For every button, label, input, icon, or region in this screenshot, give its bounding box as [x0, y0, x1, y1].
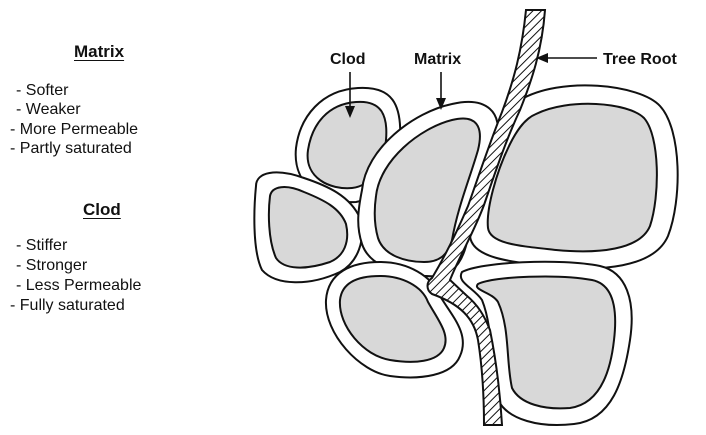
matrix-pointer-arrow — [436, 72, 446, 110]
tree-root-pointer-arrow — [536, 53, 597, 63]
tree-root-label: Tree Root — [603, 51, 677, 68]
clod-label: Clod — [330, 51, 366, 68]
matrix-label: Matrix — [414, 51, 461, 68]
